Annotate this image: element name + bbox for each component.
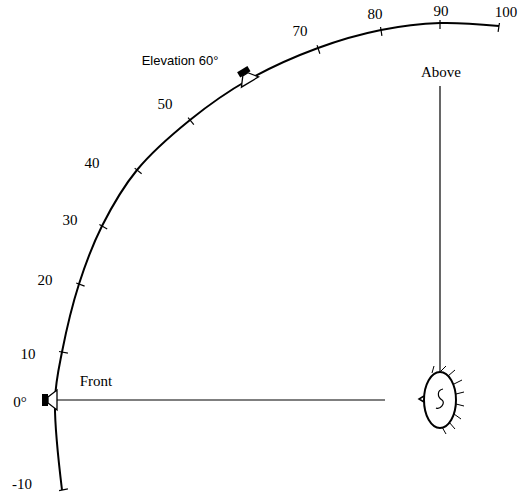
- angle-tick: [135, 168, 142, 174]
- angle-label: 90: [434, 4, 449, 19]
- angle-label: 20: [38, 273, 53, 288]
- speaker-label: Elevation 60°: [142, 54, 219, 67]
- angle-tick: [59, 489, 68, 491]
- angle-label: 50: [158, 97, 173, 112]
- angle-label: 10: [21, 347, 36, 362]
- angle-label: 70: [293, 24, 308, 39]
- elevation-arc: [55, 23, 499, 490]
- angle-tick: [498, 23, 499, 32]
- angle-tick: [317, 45, 320, 54]
- angle-label: 40: [85, 156, 100, 171]
- angle-tick: [59, 351, 68, 353]
- angle-label: 30: [63, 213, 78, 228]
- angle-label: -10: [12, 477, 32, 492]
- front-line: [57, 399, 385, 400]
- angle-label: 80: [368, 7, 383, 22]
- loudspeaker-symbol: [234, 64, 259, 87]
- angle-tick: [381, 27, 382, 36]
- direction-label: Above: [421, 65, 461, 80]
- loudspeaker-symbol: [42, 390, 57, 410]
- angle-tick: [439, 20, 440, 29]
- listener-head: [419, 366, 464, 434]
- angle-tick: [76, 283, 84, 286]
- angle-label: 0°: [13, 395, 27, 410]
- angle-label: 100: [495, 5, 518, 20]
- direction-label: Front: [80, 374, 113, 389]
- angle-tick: [99, 225, 107, 229]
- above-line: [439, 86, 440, 372]
- angle-tick: [188, 118, 194, 125]
